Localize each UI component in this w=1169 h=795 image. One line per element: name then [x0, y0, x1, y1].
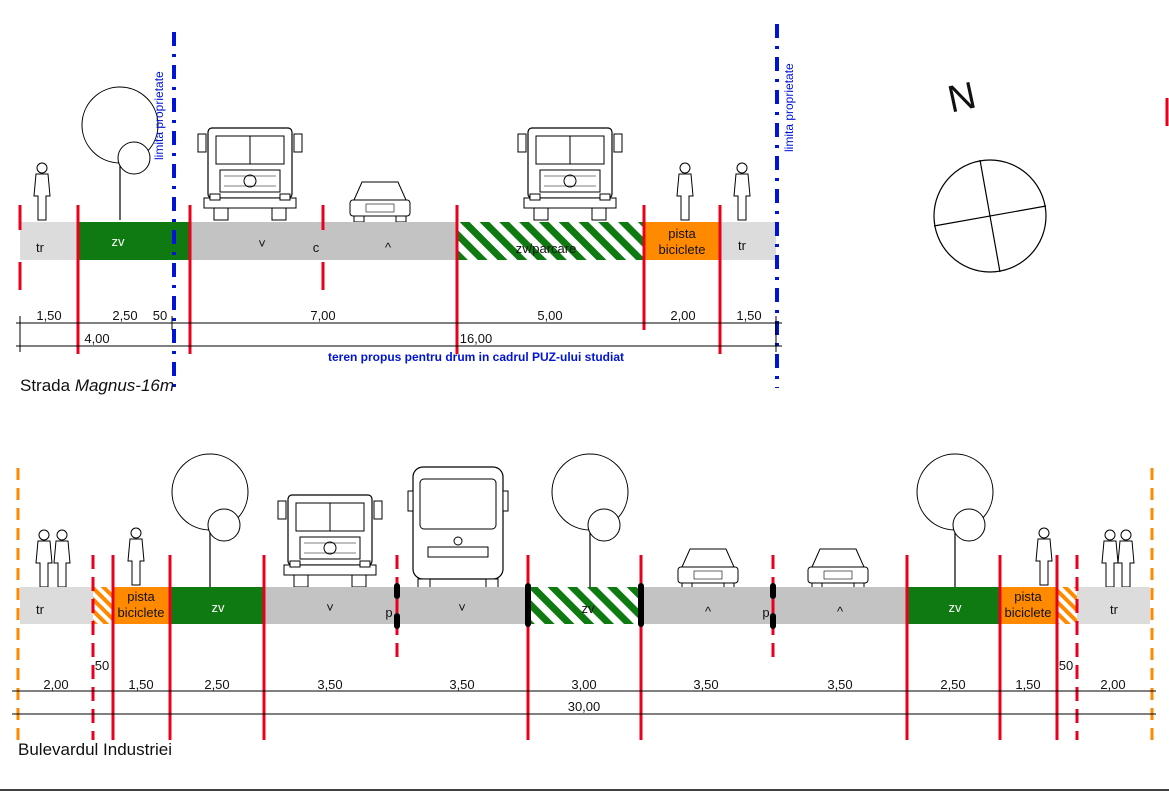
dimension-label: 4,00: [84, 331, 109, 346]
dimension-label: 1,50: [36, 308, 61, 323]
band-label-tr: tr: [36, 602, 45, 617]
green-strip-band: [170, 587, 264, 624]
dimension-label: 1,50: [128, 677, 153, 692]
buffer-band: [1057, 587, 1077, 624]
lane-arrow-up: ^: [837, 604, 844, 619]
dimension-label: 5,00: [537, 308, 562, 323]
dimension-label: 2,50: [204, 677, 229, 692]
cyclist-icon: [676, 162, 694, 221]
proposed-land-note: teren propus pentru drum in cadrul PUZ-u…: [328, 350, 624, 364]
section-2-title: Bulevardul Industriei: [18, 740, 172, 759]
dimension-label: 3,50: [449, 677, 474, 692]
section-1-title: Strada Magnus-16m: [20, 376, 174, 395]
tree-icon: [916, 453, 994, 588]
dimension-label: 7,00: [310, 308, 335, 323]
lane-arrow-down: ˅: [258, 236, 266, 251]
dimension-label: 16,00: [460, 331, 493, 346]
north-label: N: [944, 75, 980, 122]
dimension-label: 1,50: [1015, 677, 1040, 692]
bike-lane-band: [1000, 587, 1057, 624]
dimension-label: 3,50: [693, 677, 718, 692]
tree-icon: [551, 453, 629, 588]
north-arrow: N: [933, 75, 1047, 273]
section-2-bulevardul-industriei: tr pista biciclete zv ˅ p ˅ zv ^ p ^ zv …: [12, 453, 1156, 759]
band-label-zv-parcare: zv/parcare: [516, 241, 577, 256]
band-label-zv: zv: [112, 234, 126, 249]
truck-icon: [517, 127, 623, 221]
median-green-band: [528, 587, 641, 624]
section-1-magnus: limita proprietate limita proprietate tr…: [16, 24, 796, 395]
band-label-tr: tr: [1110, 602, 1119, 617]
band-label-p: p: [762, 605, 769, 620]
pedestrian-group-icon: [53, 529, 71, 588]
band-label-zv: zv: [582, 601, 596, 616]
dimension-label: 30,00: [568, 699, 601, 714]
tree-icon: [81, 86, 159, 221]
compass-cross-icon: [933, 205, 1047, 227]
dimension-label: 2,50: [940, 677, 965, 692]
dimension-label: 2,50: [112, 308, 137, 323]
car-icon: [807, 548, 869, 590]
buffer-band: [93, 587, 113, 624]
green-parking-band: [457, 222, 644, 260]
green-strip-band: [78, 222, 190, 260]
lane-arrow-down: ˅: [326, 600, 334, 615]
band-label-pista: pista: [1014, 589, 1042, 604]
band-label-biciclete: biciclete: [118, 605, 165, 620]
truck-icon: [197, 127, 303, 221]
bike-lane-band: [113, 587, 170, 624]
property-label-right: limita proprietate: [782, 63, 796, 152]
lane-arrow-up: ^: [705, 604, 712, 619]
dimension-label: 2,00: [1100, 677, 1125, 692]
pedestrian-icon: [33, 162, 51, 221]
dimension-label: 50: [95, 658, 109, 673]
dimension-label: 50: [153, 308, 167, 323]
lane-arrow-up: ^: [385, 240, 392, 255]
lane-arrow-down: ˅: [458, 600, 466, 615]
sidewalk-band: [1077, 587, 1150, 624]
dimension-label: 1,50: [736, 308, 761, 323]
band-label-c: c: [313, 240, 320, 255]
dimension-label: 50: [1059, 658, 1073, 673]
tree-icon: [171, 453, 249, 588]
car-icon: [349, 181, 411, 223]
dimension-label: 3,50: [827, 677, 852, 692]
band-label-tr: tr: [36, 240, 45, 255]
property-label-left: limita proprietate: [152, 71, 166, 160]
bike-lane-band: [644, 222, 720, 260]
car-icon: [677, 548, 739, 590]
dimension-label: 3,50: [317, 677, 342, 692]
band-label-zv: zv: [212, 600, 226, 615]
dimension-label: 2,00: [670, 308, 695, 323]
sidewalk-band: [20, 222, 78, 260]
green-strip-band: [907, 587, 1000, 624]
sidewalk-band: [20, 587, 93, 624]
band-label-tr: tr: [738, 238, 747, 253]
pedestrian-group-icon: [35, 529, 53, 588]
band-label-pista: pista: [127, 589, 155, 604]
bus-icon: [407, 466, 509, 590]
band-label-zv: zv: [949, 600, 963, 615]
truck-icon: [277, 494, 383, 588]
cyclist-icon: [1035, 527, 1053, 586]
dimension-label: 3,00: [571, 677, 596, 692]
band-label-pista: pista: [668, 226, 696, 241]
band-label-p: p: [385, 605, 392, 620]
cyclist-icon: [127, 527, 145, 586]
pedestrian-icon: [733, 162, 751, 221]
pedestrian-group-icon: [1101, 529, 1119, 588]
band-label-biciclete: biciclete: [659, 242, 706, 257]
pedestrian-group-icon: [1117, 529, 1135, 588]
dimension-label: 2,00: [43, 677, 68, 692]
band-label-biciclete: biciclete: [1005, 605, 1052, 620]
sidewalk-band: [720, 222, 776, 260]
